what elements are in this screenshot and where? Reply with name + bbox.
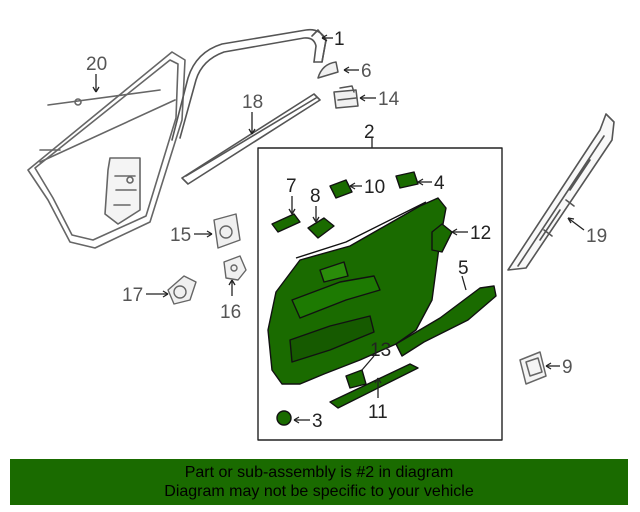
callout-13: 13 (370, 340, 391, 361)
part-14-bracket (333, 85, 359, 109)
part-10-cover (329, 179, 353, 199)
callout-11: 11 (368, 402, 388, 423)
parts-diagram: 1 2 3 4 5 6 7 8 9 10 11 12 13 14 15 16 1… (27, 28, 615, 441)
leader-lines (92, 34, 585, 424)
part-12-tweeter-cover (431, 223, 453, 253)
part-2-armrest (291, 275, 381, 319)
callout-8: 8 (310, 186, 321, 207)
part-5-molding (395, 285, 497, 357)
part-4-clip (395, 171, 419, 189)
callout-4: 4 (434, 173, 445, 194)
callout-10: 10 (364, 177, 385, 198)
callout-19: 19 (586, 226, 607, 247)
callout-3: 3 (312, 411, 323, 432)
part-8-handle-bezel (307, 217, 335, 239)
callout-12: 12 (470, 223, 491, 244)
callout-6: 6 (361, 61, 372, 82)
part-18-weatherstrip (181, 93, 321, 185)
part-6-clip (317, 61, 339, 79)
callout-2: 2 (364, 122, 375, 143)
part-16-clip (223, 255, 247, 281)
part-13-bracket (345, 369, 367, 389)
part-20-door-frame (27, 51, 186, 249)
part-9-cap (519, 351, 547, 385)
callout-14: 14 (378, 89, 400, 110)
part-2-frame-box (257, 147, 503, 441)
part-1-glass-run (171, 28, 327, 141)
part-19-pillar-trim (507, 113, 615, 271)
part-2-handle-cup (319, 261, 349, 283)
callout-5: 5 (458, 258, 469, 279)
part-2-top-rail (295, 201, 427, 259)
part-11-strip (329, 363, 419, 409)
callout-15: 15 (170, 225, 191, 246)
banner-line-1: Part or sub-assembly is #2 in diagram (184, 464, 454, 481)
highlighted-parts (267, 171, 497, 426)
callout-18: 18 (242, 92, 263, 113)
part-15-latch-bracket (213, 213, 241, 249)
part-7-switch (271, 213, 301, 233)
callout-9: 9 (562, 357, 573, 378)
callout-17: 17 (122, 285, 143, 306)
callout-20: 20 (86, 54, 107, 75)
callout-7: 7 (286, 176, 297, 197)
part-2-pocket (289, 315, 375, 363)
info-banner: Part or sub-assembly is #2 in diagram Di… (10, 459, 628, 505)
banner-line-2: Diagram may not be specific to your vehi… (164, 483, 474, 500)
callout-1: 1 (334, 29, 345, 50)
callout-labels: 1 2 3 4 5 6 7 8 9 10 11 12 13 14 15 16 1… (86, 29, 607, 432)
part-17-speaker-bracket (167, 275, 197, 305)
part-3-clip (276, 410, 292, 426)
callout-16: 16 (220, 302, 241, 323)
